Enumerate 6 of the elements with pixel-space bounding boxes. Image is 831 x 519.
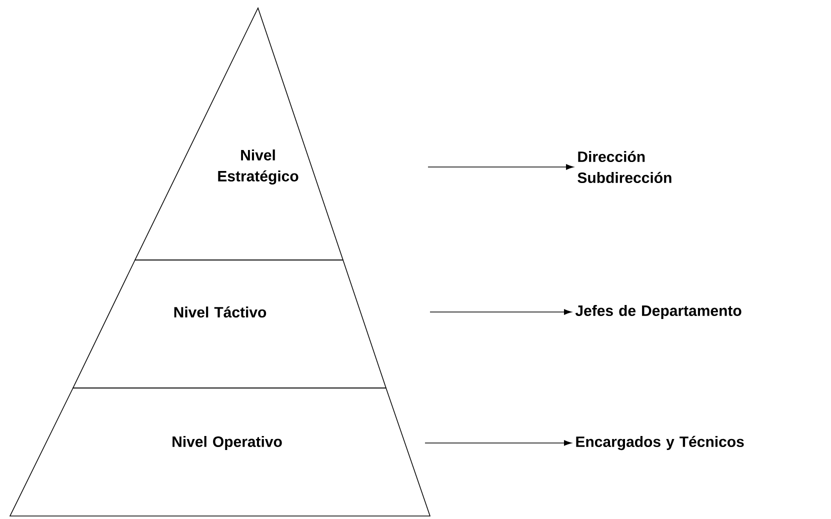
- role-label: Jefes de Departamento: [575, 305, 742, 319]
- role-label: Dirección Subdirección: [578, 150, 672, 184]
- arrow: [428, 164, 574, 170]
- role-label: Encargados y Técnicos: [576, 436, 744, 450]
- arrow: [430, 309, 572, 315]
- arrow: [424, 440, 572, 446]
